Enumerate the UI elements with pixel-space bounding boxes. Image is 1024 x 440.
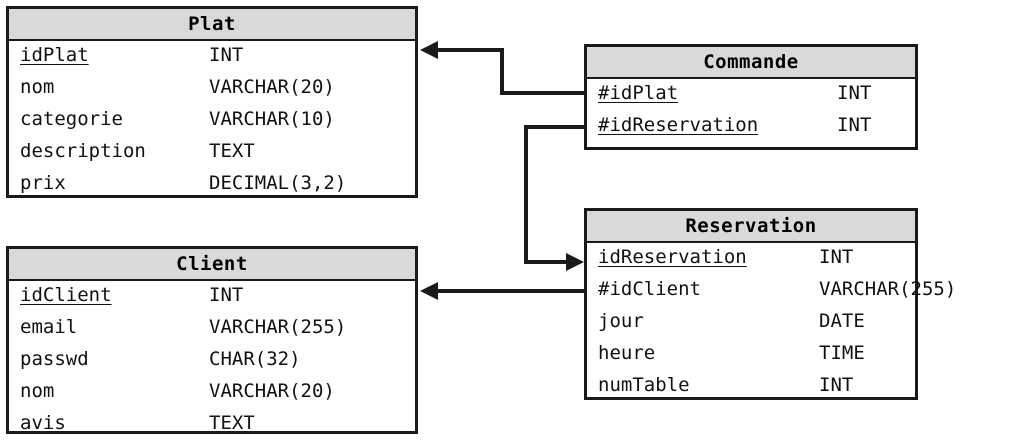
entity-commande-attributes: #idPlat INT #idReservation INT [587,79,915,150]
attribute-row: prix DECIMAL(3,2) [9,172,415,204]
arrowhead-icon [420,282,438,300]
attribute-row: description TEXT [9,140,415,172]
attribute-row: #idClient VARCHAR(255) [587,278,956,310]
attribute-type: VARCHAR(20) [209,380,335,402]
connector-segment [524,260,568,264]
attribute-type: INT [209,284,244,306]
connector-segment [436,48,502,52]
attribute-row: idReservation INT [587,246,915,278]
entity-reservation-attributes: idReservation INT #idClient VARCHAR(255)… [587,243,956,410]
attribute-name: email [20,316,78,338]
attribute-type: INT [819,374,854,396]
connector-segment [436,289,586,293]
entity-reservation[interactable]: Reservation idReservation INT #idClient … [584,208,956,400]
attribute-type: VARCHAR(10) [209,108,335,130]
attribute-name: numTable [598,374,690,396]
entity-plat[interactable]: Plat idPlat INT nom VARCHAR(20) categori… [6,6,418,198]
entity-commande-title: Commande [587,47,915,79]
attribute-row: numTable INT [587,374,915,406]
attribute-name: idReservation [598,246,747,268]
attribute-row: #idPlat INT [587,82,915,114]
attribute-name: jour [598,310,644,332]
attribute-type: VARCHAR(255) [819,278,957,300]
attribute-name: categorie [20,108,123,130]
attribute-type: INT [209,44,244,66]
arrowhead-icon [420,41,438,59]
attribute-row: idPlat INT [9,44,415,76]
attribute-type: TIME [819,342,865,364]
attribute-row: jour DATE [587,310,915,342]
attribute-row: idClient INT [9,284,415,316]
attribute-name: #idClient [598,278,701,300]
attribute-name: prix [20,172,66,194]
entity-plat-attributes: idPlat INT nom VARCHAR(20) categorie VAR… [9,41,415,208]
attribute-name: nom [20,380,55,402]
connector-segment [524,125,586,129]
attribute-name: #idReservation [598,114,759,136]
entity-reservation-title: Reservation [587,211,915,243]
attribute-type: INT [837,82,872,104]
attribute-row: nom VARCHAR(20) [9,380,415,412]
attribute-name: idClient [20,284,112,306]
attribute-type: INT [837,114,872,136]
entity-client[interactable]: Client idClient INT email VARCHAR(255) p… [6,246,418,434]
attribute-name: nom [20,76,55,98]
entity-commande[interactable]: Commande #idPlat INT #idReservation INT [584,44,918,150]
attribute-row: passwd CHAR(32) [9,348,415,380]
attribute-type: DECIMAL(3,2) [209,172,347,194]
attribute-type: TEXT [209,412,255,434]
connector-segment [524,125,528,264]
entity-client-title: Client [9,249,415,281]
attribute-name: idPlat [20,44,89,66]
entity-client-attributes: idClient INT email VARCHAR(255) passwd C… [9,281,415,440]
connector-segment [500,48,504,95]
attribute-name: passwd [20,348,89,370]
attribute-type: CHAR(32) [209,348,301,370]
attribute-name: description [20,140,146,162]
attribute-type: VARCHAR(255) [209,316,347,338]
attribute-row: nom VARCHAR(20) [9,76,415,108]
attribute-name: avis [20,412,66,434]
attribute-type: INT [819,246,854,268]
attribute-type: DATE [819,310,865,332]
attribute-row: avis TEXT [9,412,415,440]
attribute-name: #idPlat [598,82,679,104]
attribute-row: email VARCHAR(255) [9,316,415,348]
attribute-type: VARCHAR(20) [209,76,335,98]
attribute-name: heure [598,342,656,364]
attribute-row: heure TIME [587,342,915,374]
connector-segment [500,91,586,95]
arrowhead-icon [566,253,584,271]
attribute-type: TEXT [209,140,255,162]
attribute-row: #idReservation INT [587,114,915,146]
attribute-row: categorie VARCHAR(10) [9,108,415,140]
entity-plat-title: Plat [9,9,415,41]
